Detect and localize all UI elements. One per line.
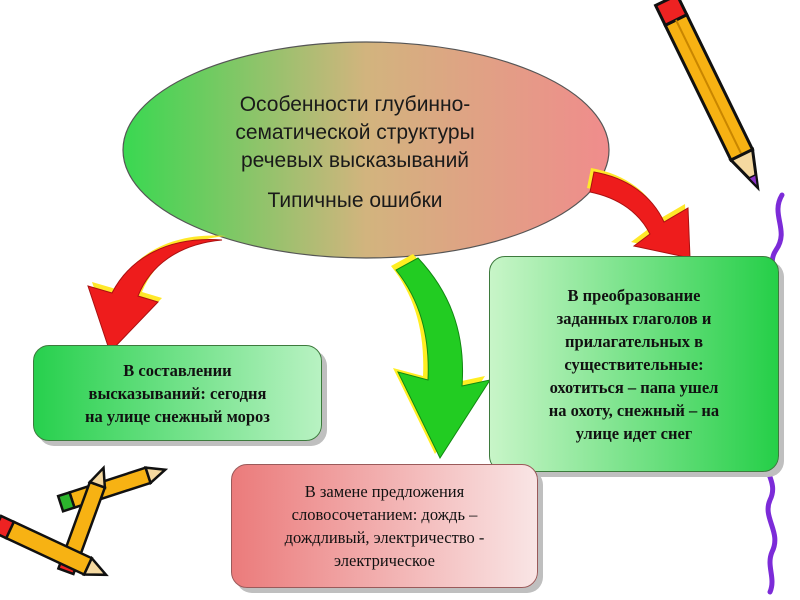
error-box-transformation: В преобразование заданных глаголов и при…: [489, 256, 779, 472]
main-title-line: Особенности глубинно-: [240, 91, 471, 119]
box-line: В замене предложения: [305, 480, 464, 503]
box-line: высказываний: сегодня: [89, 382, 267, 405]
box-line: дождливый, электричество -: [285, 526, 485, 549]
main-topic: Особенности глубинно- сематической струк…: [190, 78, 520, 228]
main-subtitle: Типичные ошибки: [267, 187, 442, 215]
green-curved-arrow-icon: [391, 254, 490, 458]
box-line: на охоту, снежный – на: [549, 399, 719, 422]
red-curved-arrow-icon: [88, 236, 226, 352]
box-line: электрическое: [334, 549, 435, 572]
crayon-icon: [58, 462, 168, 511]
box-line: прилагательных в: [565, 330, 703, 353]
box-line: В преобразование: [568, 284, 701, 307]
red-curved-arrow-icon: [587, 168, 690, 258]
box-line: охотиться – папа ушел: [550, 376, 719, 399]
box-line: на улице снежный мороз: [85, 405, 270, 428]
box-line: В составлении: [123, 359, 231, 382]
box-line: улице идет снег: [576, 422, 693, 445]
box-line: существительные:: [564, 353, 703, 376]
pencil-icon: [656, 0, 769, 192]
main-title-line: речевых высказываний: [241, 147, 469, 175]
error-box-composition: В составлении высказываний: сегодня на у…: [33, 345, 322, 441]
box-line: заданных глаголов и: [557, 307, 712, 330]
crayon-icon: [0, 516, 110, 583]
main-title-line: сематической структуры: [235, 119, 474, 147]
box-line: словосочетанием: дождь –: [292, 503, 478, 526]
error-box-replacement: В замене предложения словосочетанием: до…: [231, 464, 538, 588]
